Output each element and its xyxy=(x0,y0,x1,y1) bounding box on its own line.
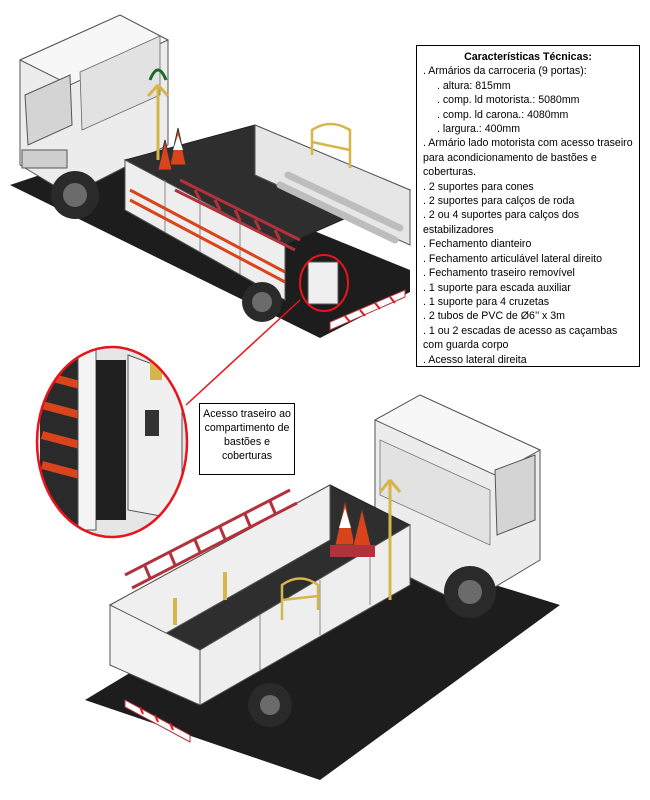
ground-shadow-bottom xyxy=(85,540,560,780)
spec-line: . 2 suportes para cones xyxy=(423,180,534,193)
spec-line: . Fechamento dianteiro xyxy=(423,238,532,251)
spec-line: . comp. ld motorista.: 5080mm xyxy=(437,94,580,107)
spec-line: . comp. ld carona.: 4080mm xyxy=(437,108,569,121)
spec-line: . 1 suporte para 4 cruzetas xyxy=(423,295,550,308)
truck-bottom-view xyxy=(85,394,560,780)
spec-line: . Armário lado motorista com acesso tras… xyxy=(423,137,633,179)
cones-bottom xyxy=(330,499,375,557)
spec-line: . altura: 815mm xyxy=(437,79,511,92)
spec-box: Características Técnicas: . Armários da … xyxy=(416,45,640,367)
pvc-tubes-top xyxy=(276,171,404,244)
connector-line xyxy=(185,299,301,406)
spec-line: . largura.: 400mm xyxy=(437,123,521,136)
rear-bumper-bottom xyxy=(124,699,191,743)
spec-line: . 2 suportes para calços de roda xyxy=(423,195,575,208)
zoom-circle-border xyxy=(35,345,189,539)
zoom-detail xyxy=(35,299,301,539)
spec-line: . Armários da carroceria (9 portas): xyxy=(423,65,587,78)
highlight-circle xyxy=(299,254,349,312)
spec-title: Características Técnicas: xyxy=(464,51,592,63)
spec-line: . 1 ou 2 escadas de acesso as caçambas c… xyxy=(423,324,618,352)
rear-bumper-top xyxy=(329,289,406,331)
rear-access-door-top xyxy=(307,261,339,305)
cab-bottom xyxy=(373,394,542,618)
guard-rail-bottom xyxy=(280,577,320,620)
mast-bottom xyxy=(378,479,402,600)
cones-top xyxy=(157,127,187,171)
cab-top xyxy=(18,14,170,219)
callout-text: Acesso traseiro ao compartimento de bast… xyxy=(203,408,291,462)
rear-panel-bottom xyxy=(109,604,201,706)
callout-box: Acesso traseiro ao compartimento de bast… xyxy=(199,403,295,475)
truck-top-view xyxy=(10,14,412,338)
spec-line: . 1 suporte para escada auxiliar xyxy=(423,281,571,294)
spec-line: . 2 ou 4 suportes para calços dos estabi… xyxy=(423,209,580,236)
guard-rail-top xyxy=(310,122,352,168)
spec-line: . Acesso lateral direita xyxy=(423,353,527,366)
stabilizer-posts xyxy=(173,572,227,625)
spec-line: . Fechamento traseiro removível xyxy=(423,267,575,280)
spec-line: . Fechamento articulável lateral direito xyxy=(423,252,603,265)
ladder-bottom xyxy=(124,488,298,590)
spec-line: . 2 tubos de PVC de Ø6’’ x 3m xyxy=(423,310,565,323)
mast-top xyxy=(146,68,170,160)
ladder-top xyxy=(174,178,301,252)
